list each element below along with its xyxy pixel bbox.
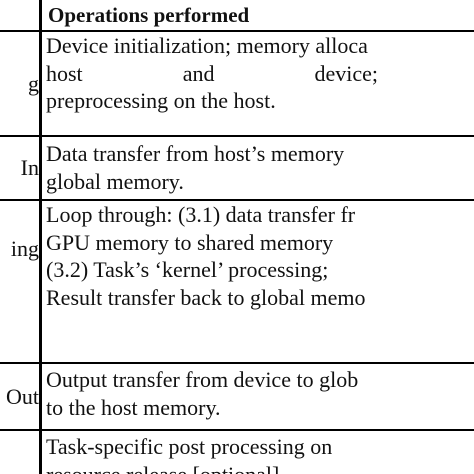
operation-line: GPU memory to shared memory xyxy=(46,229,334,255)
operation-line: (3.2) Task’s ‘kernel’ processing; xyxy=(46,257,329,282)
row-separator xyxy=(0,135,474,137)
row-separator xyxy=(0,199,474,201)
stage-label: Out xyxy=(6,383,39,409)
operation-line: resource release [optional]. xyxy=(46,461,285,474)
operation-cell: Device initialization; memory alloca hos… xyxy=(46,32,474,135)
row-separator xyxy=(0,362,474,364)
column-divider xyxy=(39,0,42,474)
operation-cell: Loop through: (3.1) data transfer fr GPU… xyxy=(46,201,474,362)
operation-line: Loop through: (3.1) data transfer fr xyxy=(46,202,356,227)
operation-cell: Data transfer from host’s memory global … xyxy=(46,140,474,199)
word: host xyxy=(46,60,83,86)
stage-label: g xyxy=(28,70,39,96)
operation-line: Device initialization; memory alloca xyxy=(46,33,368,58)
operation-line: Output transfer from device to glob xyxy=(46,367,359,392)
operation-line: Data transfer from host’s memory xyxy=(46,141,345,166)
operation-cell: Task-specific post processing on resourc… xyxy=(46,433,474,474)
operation-line: Task-specific post processing on xyxy=(46,434,333,459)
operation-line-justified: host and device; task-speci xyxy=(46,60,474,88)
column-header-operations: Operations performed xyxy=(48,3,250,27)
row-separator xyxy=(0,429,474,431)
operation-cell: Output transfer from device to glob to t… xyxy=(46,366,474,429)
stage-label xyxy=(0,431,39,474)
word: and xyxy=(182,60,215,86)
row-separator xyxy=(0,30,474,32)
stage-label: In xyxy=(20,155,39,180)
operation-line: global memory. xyxy=(46,168,184,194)
operation-line: preprocessing on the host. xyxy=(46,88,276,113)
word: device; xyxy=(314,60,379,86)
operation-line: Result transfer back to global memo xyxy=(46,284,366,310)
stage-label: ing xyxy=(10,236,39,261)
operation-line: to the host memory. xyxy=(46,394,221,420)
